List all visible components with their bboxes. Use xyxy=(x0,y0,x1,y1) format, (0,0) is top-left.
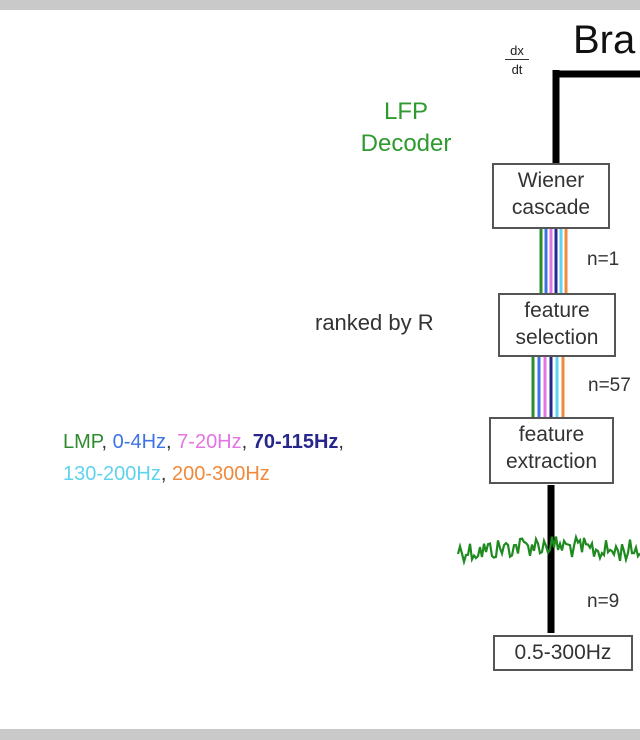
feature-extraction-box: feature extraction xyxy=(489,417,614,484)
legend-0-4hz: 0-4Hz xyxy=(112,431,167,453)
selection-box-line1: feature xyxy=(524,299,590,322)
legend-130-200hz: 130-200Hz xyxy=(63,463,161,485)
selection-box-line2: selection xyxy=(515,326,599,349)
n-label-signal: n=9 xyxy=(587,591,620,612)
lfp-signal-trace xyxy=(456,533,640,567)
legend-200-300hz: 200-300Hz xyxy=(171,463,270,485)
legend-sep: , xyxy=(338,431,344,453)
filter-box: 0.5-300Hz xyxy=(493,635,633,671)
ranked-by-r-label: ranked by R xyxy=(315,310,434,335)
legend-line1: LMP, 0-4Hz, 7-20Hz, 70-115Hz, xyxy=(63,426,344,458)
extraction-box-line1: feature xyxy=(518,423,585,446)
frequency-band-legend: LMP, 0-4Hz, 7-20Hz, 70-115Hz, 130-200Hz,… xyxy=(63,426,344,490)
lfp-label-line2: Decoder xyxy=(360,130,452,157)
legend-line2: 130-200Hz, 200-300Hz xyxy=(63,458,344,490)
derivative-numerator: dx xyxy=(505,44,529,60)
legend-sep: , xyxy=(101,431,113,453)
lfp-label-line1: LFP xyxy=(383,98,428,125)
legend-7-20hz: 7-20Hz xyxy=(177,431,242,453)
title-text: Bra xyxy=(573,18,636,62)
legend-sep: , xyxy=(241,431,253,453)
legend-lmp: LMP xyxy=(63,431,102,453)
legend-70-115hz: 70-115Hz xyxy=(252,431,339,453)
wiener-box-line1: Wiener xyxy=(517,169,585,192)
n-label-wiener: n=1 xyxy=(587,249,620,270)
extraction-box-line2: extraction xyxy=(505,450,598,473)
legend-sep: , xyxy=(160,463,172,485)
feature-selection-box: feature selection xyxy=(498,293,616,357)
wiener-cascade-box: Wiener cascade xyxy=(492,163,610,229)
wiener-box-line2: cascade xyxy=(511,196,591,219)
top-border xyxy=(0,0,640,10)
derivative-denominator: dt xyxy=(511,62,523,77)
legend-sep: , xyxy=(166,431,178,453)
lfp-decoder-label: LFP Decoder xyxy=(350,96,462,160)
feature-lines-lower xyxy=(531,357,565,417)
derivative-label: dx dt xyxy=(505,44,529,76)
feature-lines-upper xyxy=(539,229,568,293)
bottom-border xyxy=(0,729,640,740)
n-label-selection: n=57 xyxy=(588,375,631,396)
filter-box-label: 0.5-300Hz xyxy=(514,641,612,664)
